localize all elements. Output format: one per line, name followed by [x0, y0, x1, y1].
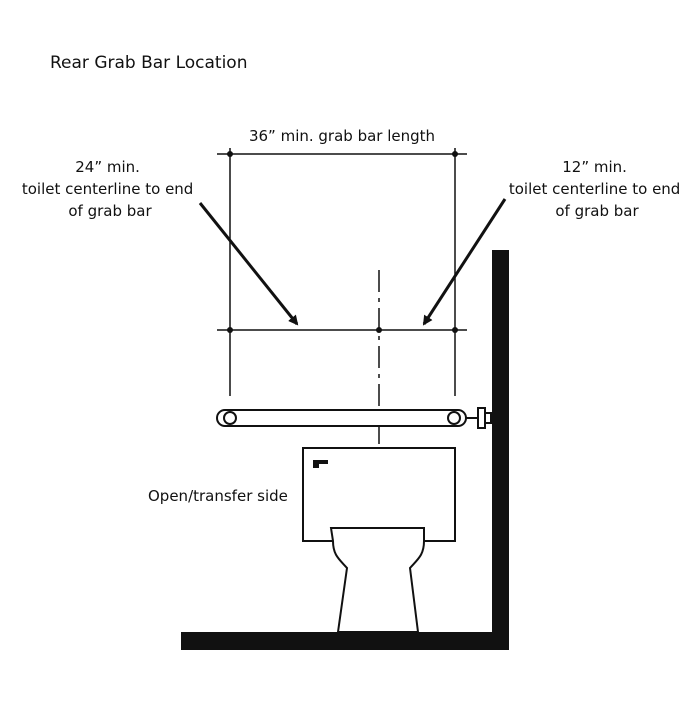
right-offset-arrow [422, 198, 507, 326]
diagram-title: Rear Grab Bar Location [50, 53, 247, 73]
right-offset-line3: of grab bar [555, 202, 639, 220]
left-offset-label: 24” min. toilet centerline to end of gra… [22, 158, 198, 220]
toilet-tank [302, 447, 456, 542]
right-offset-value: 12” min. [562, 158, 627, 176]
left-offset-arrow [198, 202, 299, 326]
grab-bar-right-mount [447, 411, 461, 425]
side-wall [492, 250, 509, 650]
dimension-dot-mid-right [452, 327, 458, 333]
left-offset-value: 24” min. [75, 158, 140, 176]
toilet [302, 447, 456, 633]
right-offset-line2: toilet centerline to end [509, 180, 680, 198]
grab-bar-wall-plate [484, 412, 492, 424]
grab-bar-flange [477, 407, 486, 429]
floor [181, 632, 509, 650]
right-offset-label: 12” min. toilet centerline to end of gra… [509, 158, 685, 220]
bar-length-label: 36” min. grab bar length [249, 127, 435, 145]
left-offset-line3: of grab bar [68, 202, 152, 220]
flush-handle-icon [313, 460, 328, 468]
toilet-bowl [329, 527, 425, 633]
grab-bar-tube [216, 409, 467, 427]
left-offset-line2: toilet centerline to end [22, 180, 193, 198]
grab-bar-left-mount [223, 411, 237, 425]
open-transfer-side-label: Open/transfer side [148, 487, 288, 505]
grab-bar [216, 407, 492, 429]
dimension-dot-mid-left [227, 327, 233, 333]
